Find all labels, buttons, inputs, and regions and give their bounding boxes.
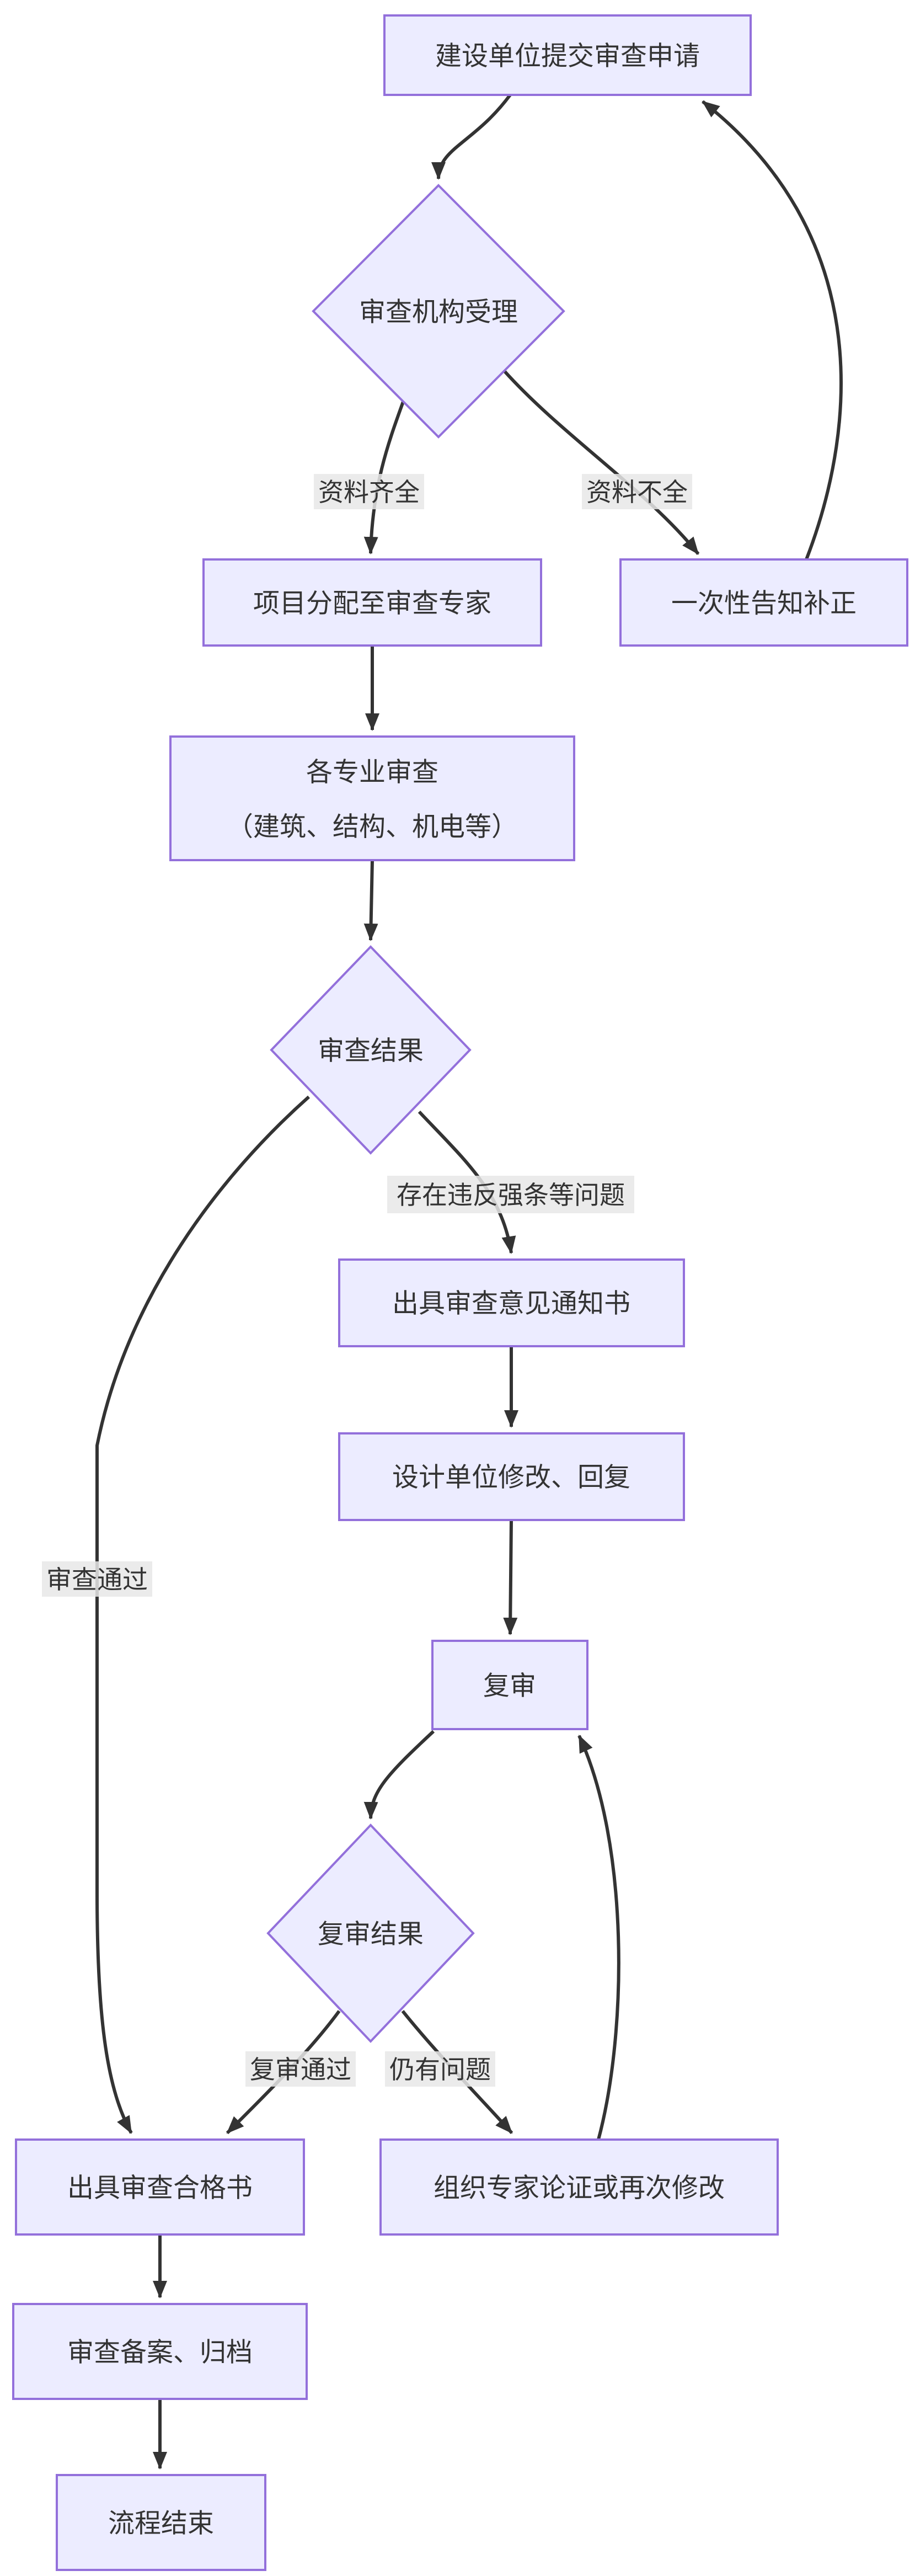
node-accept-label: 审查机构受理 bbox=[359, 298, 518, 327]
node-certificate-shape bbox=[15, 2138, 305, 2236]
edge-accept-to-supplement bbox=[502, 369, 700, 555]
node-accept: 审查机构受理 bbox=[312, 184, 565, 439]
edge-label-bg bbox=[387, 1176, 634, 1213]
node-expert-review: 组织专家论证或再次修改 bbox=[379, 2138, 779, 2236]
edge-discipline-review-to-review-result bbox=[363, 860, 378, 941]
node-discipline-review-shape bbox=[169, 735, 575, 861]
edge-supplement-to-submit bbox=[702, 100, 843, 561]
edge-design-revise-to-recheck bbox=[503, 1519, 518, 1635]
edge-label-materials-complete: 资料齐全 bbox=[314, 474, 424, 509]
node-design-revise-label: 设计单位修改、回复 bbox=[392, 1463, 630, 1492]
edge-label-text: 存在违反强条等问题 bbox=[397, 1181, 625, 1209]
edge-label-text: 资料齐全 bbox=[318, 478, 420, 506]
node-discipline-review: 各专业审查 （建筑、结构、机电等） bbox=[169, 735, 575, 861]
node-supplement: 一次性告知补正 bbox=[619, 558, 908, 647]
edge-label-review-pass: 审查通过 bbox=[42, 1561, 152, 1597]
edge-label-still-issues: 仍有问题 bbox=[385, 2051, 495, 2087]
edge-recheck-to-recheck-result bbox=[363, 1730, 435, 1820]
node-recheck-result-label: 复审结果 bbox=[318, 1920, 424, 1949]
edge-expert-review-to-recheck bbox=[577, 1735, 620, 2140]
node-supplement-label: 一次性告知补正 bbox=[671, 589, 857, 618]
edge-label-text: 审查通过 bbox=[46, 1565, 148, 1594]
node-certificate: 出具审查合格书 bbox=[15, 2138, 305, 2236]
edge-submit-to-accept bbox=[431, 94, 512, 180]
node-assign-shape bbox=[202, 558, 542, 647]
node-archive-label: 审查备案、归档 bbox=[67, 2338, 253, 2367]
node-review-result-label: 审查结果 bbox=[318, 1037, 424, 1066]
node-expert-review-shape bbox=[379, 2138, 779, 2236]
edge-label-violation: 存在违反强条等问题 bbox=[387, 1176, 634, 1213]
node-discipline-review-label-line1: 各专业审查 bbox=[306, 758, 438, 787]
edge-review-result-to-certificate bbox=[95, 1095, 310, 2134]
edge-label-bg bbox=[314, 474, 424, 509]
node-review-result-shape bbox=[270, 945, 472, 1155]
node-end-shape bbox=[56, 2474, 266, 2571]
node-review-result: 审查结果 bbox=[270, 945, 472, 1155]
node-archive: 审查备案、归档 bbox=[12, 2303, 308, 2400]
node-recheck-label: 复审 bbox=[483, 1672, 536, 1701]
edge-label-text: 资料不全 bbox=[586, 478, 688, 506]
node-recheck: 复审 bbox=[431, 1640, 588, 1730]
node-discipline-review-label-line2: （建筑、结构、机电等） bbox=[227, 813, 518, 842]
edge-label-bg bbox=[385, 2051, 495, 2087]
node-archive-shape bbox=[12, 2303, 308, 2400]
node-opinion-notice-shape bbox=[338, 1258, 685, 1347]
node-submit-shape bbox=[383, 14, 752, 96]
node-supplement-shape bbox=[619, 558, 908, 647]
node-submit: 建设单位提交审查申请 bbox=[383, 14, 752, 96]
node-design-revise-shape bbox=[338, 1432, 685, 1521]
edge-label-materials-incomplete: 资料不全 bbox=[582, 474, 692, 509]
node-recheck-shape bbox=[431, 1640, 588, 1730]
node-opinion-notice-label: 出具审查意见通知书 bbox=[392, 1289, 630, 1319]
node-submit-label: 建设单位提交审查申请 bbox=[435, 42, 700, 71]
node-recheck-result: 复审结果 bbox=[266, 1823, 475, 2043]
node-recheck-result-shape bbox=[266, 1823, 475, 2043]
node-accept-shape bbox=[312, 184, 565, 439]
node-certificate-label: 出具审查合格书 bbox=[67, 2174, 253, 2203]
node-opinion-notice: 出具审查意见通知书 bbox=[338, 1258, 685, 1347]
edge-label-text: 仍有问题 bbox=[389, 2055, 491, 2084]
edge-label-text: 复审通过 bbox=[250, 2055, 351, 2084]
edge-label-layer: 资料齐全 资料不全 存在违反强条等问题 审查通过 复审通过 仍有问题 bbox=[42, 474, 692, 2087]
node-expert-review-label: 组织专家论证或再次修改 bbox=[434, 2174, 725, 2203]
node-end-label: 流程结束 bbox=[108, 2509, 214, 2538]
node-design-revise: 设计单位修改、回复 bbox=[338, 1432, 685, 1521]
edge-label-bg bbox=[245, 2051, 356, 2087]
node-end: 流程结束 bbox=[56, 2474, 266, 2571]
edge-label-bg bbox=[42, 1561, 152, 1597]
edge-accept-to-assign bbox=[363, 401, 405, 554]
node-assign: 项目分配至审查专家 bbox=[202, 558, 542, 647]
node-assign-label: 项目分配至审查专家 bbox=[253, 589, 491, 618]
edge-label-recheck-pass: 复审通过 bbox=[245, 2051, 356, 2087]
node-layer: 建设单位提交审查申请 审查机构受理 项目分配至审查专家 一次性告知补正 各专业审… bbox=[12, 14, 908, 2571]
edge-label-bg bbox=[582, 474, 692, 509]
